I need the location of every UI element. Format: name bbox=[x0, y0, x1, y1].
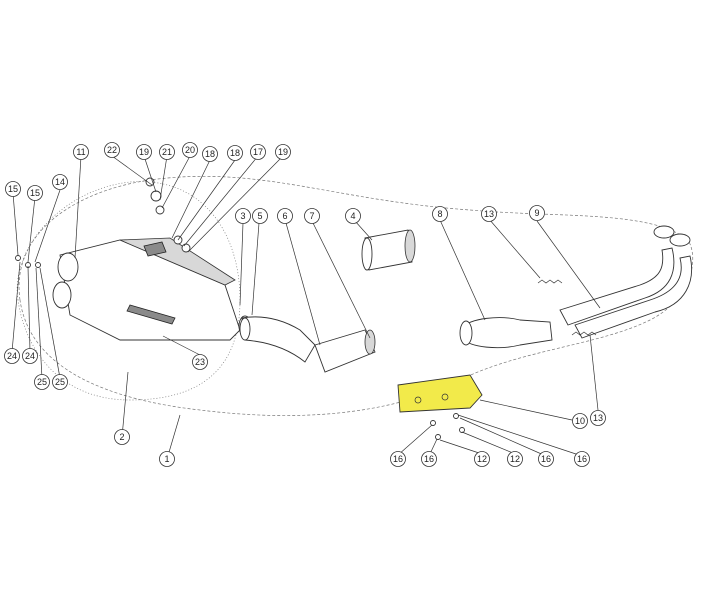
callout-12a: 12 bbox=[474, 451, 490, 467]
svg-text:7: 7 bbox=[309, 211, 314, 221]
callout-13a: 13 bbox=[481, 206, 497, 222]
callout-23: 23 bbox=[192, 354, 208, 370]
callout-25a: 25 bbox=[34, 374, 50, 390]
callout-19b: 19 bbox=[275, 144, 291, 160]
svg-text:17: 17 bbox=[253, 147, 263, 157]
svg-text:4: 4 bbox=[350, 211, 355, 221]
callout-24b: 24 bbox=[22, 348, 38, 364]
callout-16c: 16 bbox=[538, 451, 554, 467]
heat-shield-body bbox=[397, 374, 483, 413]
callout-5: 5 bbox=[252, 208, 268, 224]
callout-14: 14 bbox=[52, 174, 68, 190]
callout-7: 7 bbox=[304, 208, 320, 224]
callout-25b: 25 bbox=[52, 374, 68, 390]
svg-text:16: 16 bbox=[541, 454, 551, 464]
sleeve bbox=[361, 229, 416, 271]
link-pipe bbox=[239, 316, 316, 363]
svg-text:25: 25 bbox=[55, 377, 65, 387]
svg-text:9: 9 bbox=[534, 208, 539, 218]
callout-17: 17 bbox=[250, 144, 266, 160]
svg-text:2: 2 bbox=[119, 432, 124, 442]
callout-12b: 12 bbox=[507, 451, 523, 467]
svg-text:22: 22 bbox=[107, 145, 117, 155]
callouts: 1 2 3 4 5 6 7 8 9 10 11 12 12 13 13 14 1… bbox=[4, 142, 606, 467]
catalyst-pipe bbox=[314, 329, 376, 373]
svg-text:16: 16 bbox=[424, 454, 434, 464]
callout-10: 10 bbox=[572, 413, 588, 429]
svg-text:1: 1 bbox=[164, 454, 169, 464]
svg-text:19: 19 bbox=[278, 147, 288, 157]
callout-22: 22 bbox=[104, 142, 120, 158]
callout-20: 20 bbox=[182, 142, 198, 158]
callout-11: 11 bbox=[73, 144, 89, 160]
svg-text:20: 20 bbox=[185, 145, 195, 155]
callout-16d: 16 bbox=[574, 451, 590, 467]
callout-8: 8 bbox=[432, 206, 448, 222]
svg-text:12: 12 bbox=[477, 454, 487, 464]
svg-text:21: 21 bbox=[162, 147, 172, 157]
callout-13b: 13 bbox=[590, 410, 606, 426]
svg-text:6: 6 bbox=[282, 211, 287, 221]
callout-19a: 19 bbox=[136, 144, 152, 160]
svg-text:5: 5 bbox=[257, 211, 262, 221]
springs bbox=[537, 279, 597, 336]
callout-6: 6 bbox=[277, 208, 293, 224]
svg-text:11: 11 bbox=[76, 147, 85, 157]
svg-text:15: 15 bbox=[8, 184, 18, 194]
svg-text:24: 24 bbox=[7, 351, 17, 361]
callout-18a: 18 bbox=[202, 146, 218, 162]
svg-text:25: 25 bbox=[37, 377, 47, 387]
svg-text:16: 16 bbox=[577, 454, 587, 464]
svg-text:8: 8 bbox=[437, 209, 442, 219]
callout-15b: 15 bbox=[27, 185, 43, 201]
silencer bbox=[52, 237, 252, 341]
callout-1: 1 bbox=[159, 451, 175, 467]
svg-text:13: 13 bbox=[593, 413, 603, 423]
svg-text:18: 18 bbox=[205, 149, 215, 159]
callout-24a: 24 bbox=[4, 348, 20, 364]
svg-text:18: 18 bbox=[230, 148, 240, 158]
callout-3: 3 bbox=[235, 208, 251, 224]
collector bbox=[459, 317, 553, 349]
callout-9: 9 bbox=[529, 205, 545, 221]
svg-text:10: 10 bbox=[575, 416, 585, 426]
svg-text:23: 23 bbox=[195, 357, 205, 367]
header-pipes bbox=[559, 225, 692, 339]
callout-15a: 15 bbox=[5, 181, 21, 197]
heat-shield bbox=[397, 374, 483, 413]
svg-text:3: 3 bbox=[240, 211, 245, 221]
callout-2: 2 bbox=[114, 429, 130, 445]
svg-text:15: 15 bbox=[30, 188, 40, 198]
svg-text:16: 16 bbox=[393, 454, 403, 464]
svg-text:12: 12 bbox=[510, 454, 520, 464]
callout-18b: 18 bbox=[227, 145, 243, 161]
callout-16b: 16 bbox=[421, 451, 437, 467]
svg-text:24: 24 bbox=[25, 351, 35, 361]
svg-text:13: 13 bbox=[484, 209, 494, 219]
svg-text:14: 14 bbox=[55, 177, 65, 187]
callout-4: 4 bbox=[345, 208, 361, 224]
svg-text:19: 19 bbox=[139, 147, 149, 157]
callout-16a: 16 bbox=[390, 451, 406, 467]
callout-21: 21 bbox=[159, 144, 175, 160]
